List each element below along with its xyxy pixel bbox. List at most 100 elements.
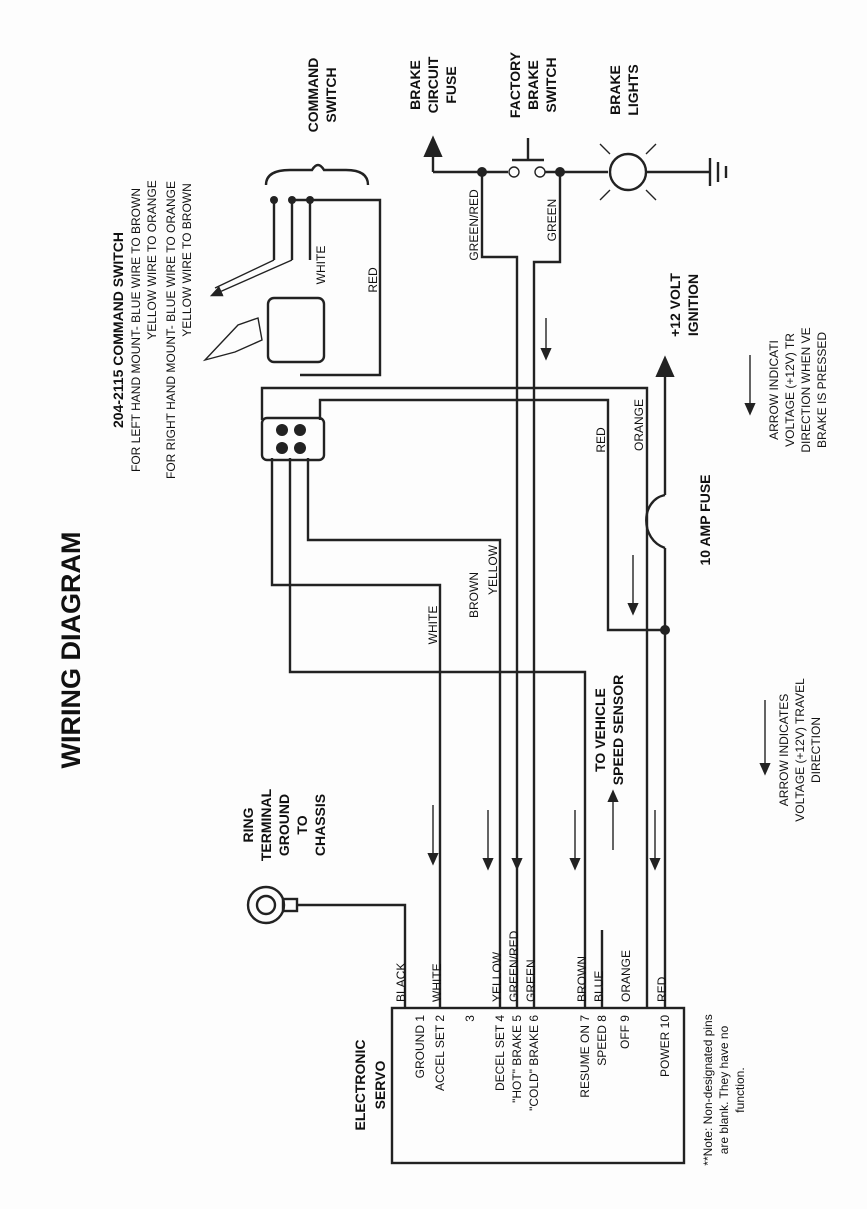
servo-wire-label: BLUE xyxy=(592,971,606,1002)
switch-red-label: RED xyxy=(366,267,380,293)
svg-text:DIRECTION: DIRECTION xyxy=(809,717,823,783)
conn-white-label: WHITE xyxy=(426,606,440,645)
brake-switch-l1: FACTORY xyxy=(507,51,523,118)
brake-switch-l3: SWITCH xyxy=(543,57,559,112)
switch-wires xyxy=(272,198,382,377)
servo-pin-label: "HOT" BRAKE 5 xyxy=(510,1015,524,1103)
svg-text:YELLOW WIRE TO ORANGE: YELLOW WIRE TO ORANGE xyxy=(145,180,159,340)
footnote: **Note: Non-designated pins are blank. T… xyxy=(701,1014,747,1165)
junction-switch xyxy=(555,167,565,177)
svg-text:FOR LEFT HAND MOUNT- BLUE WIRE: FOR LEFT HAND MOUNT- BLUE WIRE TO BROWN xyxy=(129,188,143,472)
svg-text:TERMINAL: TERMINAL xyxy=(258,788,274,861)
brake-lights-l2: LIGHTS xyxy=(625,64,641,115)
brake-lamp-rays xyxy=(599,143,657,201)
servo-wire-label: BLACK xyxy=(394,963,408,1002)
svg-text:VOLTAGE (+12V) TR: VOLTAGE (+12V) TR xyxy=(783,333,797,447)
ground-label: RING TERMINAL GROUND TO CHASSIS xyxy=(240,788,328,861)
switch-leads xyxy=(215,259,293,294)
wire-white xyxy=(270,458,442,1008)
conn-brown-label: BROWN xyxy=(467,572,481,618)
servo-pin-label: RESUME ON 7 xyxy=(578,1015,592,1098)
wire-black xyxy=(298,903,407,1008)
command-brace xyxy=(264,163,370,186)
svg-text:DIRECTION WHEN VE: DIRECTION WHEN VE xyxy=(799,327,813,452)
svg-text:204-2115 COMMAND SWITCH: 204-2115 COMMAND SWITCH xyxy=(110,232,126,428)
connector-pin xyxy=(294,442,306,454)
servo-wire-label: YELLOW xyxy=(490,951,504,1002)
switch-contact-b xyxy=(534,166,546,178)
switch-pin-3 xyxy=(306,196,314,204)
svg-text:VOLTAGE (+12V) TRAVEL: VOLTAGE (+12V) TRAVEL xyxy=(793,678,807,822)
switch-pin-1 xyxy=(270,196,278,204)
servo-pin-label: OFF 9 xyxy=(618,1015,632,1049)
switch-contact-a xyxy=(508,166,520,178)
ring-terminal-crimp xyxy=(281,897,299,913)
svg-text:SERVO: SERVO xyxy=(372,1061,388,1110)
servo-wire-label: WHITE xyxy=(430,963,444,1002)
greenred-label: GREEN/RED xyxy=(467,189,481,261)
svg-text:ARROW INDICATI: ARROW INDICATI xyxy=(767,340,781,440)
command-switch-label-1: COMMAND xyxy=(305,58,321,133)
servo-box xyxy=(390,1006,686,1165)
wire-greenred xyxy=(480,172,519,1008)
junction-fuse xyxy=(477,167,487,177)
svg-text:are blank. They have no: are blank. They have no xyxy=(717,1025,731,1154)
arrow-legend-2: ARROW INDICATI VOLTAGE (+12V) TR DIRECTI… xyxy=(767,327,829,452)
svg-text:TO VEHICLE: TO VEHICLE xyxy=(592,688,608,772)
svg-text:CHASSIS: CHASSIS xyxy=(312,794,328,856)
command-switch-label-2: SWITCH xyxy=(323,67,339,122)
ring-terminal-inner xyxy=(255,894,277,916)
conn-red-label: RED xyxy=(594,427,608,453)
brake-switch-l2: BRAKE xyxy=(525,60,541,110)
servo-pin-label: GROUND 1 xyxy=(413,1015,427,1079)
switch-blade xyxy=(512,138,544,162)
svg-text:TO: TO xyxy=(294,815,310,834)
speed-sensor-label: TO VEHICLE SPEED SENSOR xyxy=(592,675,626,785)
servo-pin-label: "COLD" BRAKE 6 xyxy=(527,1015,541,1111)
command-connector xyxy=(266,296,326,364)
wire-brown xyxy=(288,458,587,1008)
svg-text:SPEED SENSOR: SPEED SENSOR xyxy=(610,675,626,785)
servo-pin-label: POWER 10 xyxy=(658,1015,672,1077)
fuse-10amp xyxy=(645,493,666,550)
servo-title: ELECTRONIC SERVO xyxy=(352,1040,388,1131)
wire-orange xyxy=(260,386,649,1008)
connector-pin xyxy=(276,442,288,454)
servo-wire-label: BROWN xyxy=(575,956,589,1002)
brake-lamp xyxy=(608,152,648,192)
wire-yellow xyxy=(306,458,502,1008)
svg-text:YELLOW WIRE TO BROWN: YELLOW WIRE TO BROWN xyxy=(180,183,194,337)
brake-fuse-l1: BRAKE xyxy=(407,60,423,110)
green-label: GREEN xyxy=(545,199,559,242)
brake-ground xyxy=(646,158,728,186)
svg-text:**Note: Non-designated pins: **Note: Non-designated pins xyxy=(701,1014,715,1165)
servo-wire-label: GREEN/RED xyxy=(507,930,521,1002)
hand-pointer xyxy=(202,317,263,362)
ignition-l2: IGNITION xyxy=(685,274,701,336)
brake-fuse-l3: FUSE xyxy=(443,66,459,103)
fuse10-label: 10 AMP FUSE xyxy=(697,474,713,565)
servo-pin-label: SPEED 8 xyxy=(595,1015,609,1066)
junction-ignition xyxy=(660,625,670,635)
command-switch-instructions: 204-2115 COMMAND SWITCH FOR LEFT HAND MO… xyxy=(110,180,194,479)
arrow-legend-1: ARROW INDICATES VOLTAGE (+12V) TRAVEL DI… xyxy=(777,678,823,822)
switch-pin-2 xyxy=(288,196,296,204)
svg-text:BRAKE IS PRESSED: BRAKE IS PRESSED xyxy=(815,332,829,448)
svg-text:function.: function. xyxy=(733,1067,747,1112)
switch-white-label: WHITE xyxy=(314,246,328,285)
servo-wire-label: GREEN xyxy=(524,959,538,1002)
ring-terminal-outer xyxy=(246,885,286,925)
servo-wire-label: RED xyxy=(655,976,669,1002)
ignition-l1: +12 VOLT xyxy=(667,273,683,337)
svg-text:FOR RIGHT HAND MOUNT- BLUE WIR: FOR RIGHT HAND MOUNT- BLUE WIRE TO ORANG… xyxy=(164,181,178,479)
connector-pin xyxy=(294,424,306,436)
conn-orange-label: ORANGE xyxy=(632,399,646,451)
page-title: WIRING DIAGRAM xyxy=(56,532,86,769)
svg-text:RING: RING xyxy=(240,807,256,842)
brake-fuse-l2: CIRCUIT xyxy=(425,56,441,113)
brake-lights-l1: BRAKE xyxy=(607,65,623,115)
